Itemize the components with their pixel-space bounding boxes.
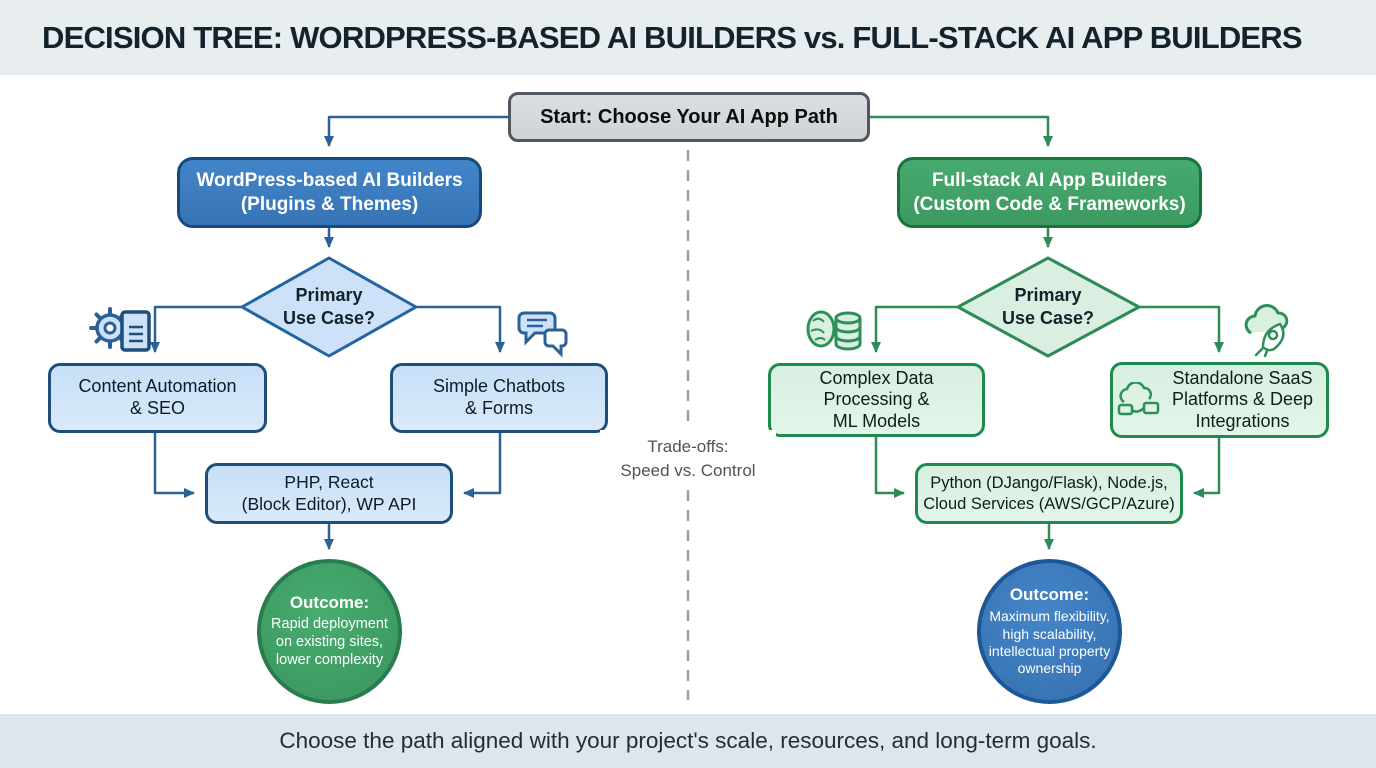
fullstack-branch-node: Full-stack AI App Builders (Custom Code …	[897, 157, 1202, 228]
left-decision-label: Primary Use Case?	[282, 285, 376, 329]
outcome-body: Maximum flexibility, high scalability, i…	[988, 608, 1111, 677]
gear-document-icon	[89, 307, 151, 352]
footer-bar: Choose the path aligned with your projec…	[0, 714, 1376, 768]
right-decision-label: Primary Use Case?	[1001, 285, 1095, 329]
chat-bubbles-icon	[517, 311, 568, 358]
standalone-saas-node: Standalone SaaS Platforms & Deep Integra…	[1110, 362, 1329, 438]
footer-caption: Choose the path aligned with your projec…	[279, 728, 1097, 753]
right-branch-connectors	[870, 115, 1224, 550]
page-title: DECISION TREE: WORDPRESS-BASED AI BUILDE…	[42, 19, 1303, 55]
left-decision-diamond	[240, 256, 418, 358]
fullstack-tech-node: Python (DJango/Flask), Node.js, Cloud Se…	[915, 463, 1183, 524]
tradeoffs-label: Trade-offs: Speed vs. Control	[600, 430, 776, 488]
wordpress-tech-node: PHP, React (Block Editor), WP API	[205, 463, 453, 524]
content-automation-node: Content Automation & SEO	[48, 363, 267, 433]
header-bar: DECISION TREE: WORDPRESS-BASED AI BUILDE…	[0, 0, 1376, 75]
fullstack-outcome-circle: Outcome: Maximum flexibility, high scala…	[977, 559, 1122, 704]
complex-data-node: Complex Data Processing & ML Models	[768, 363, 985, 437]
wordpress-outcome-circle: Outcome: Rapid deployment on existing si…	[257, 559, 402, 704]
brain-database-icon	[806, 310, 862, 351]
start-node: Start: Choose Your AI App Path	[508, 92, 870, 142]
outcome-title: Outcome:	[289, 593, 370, 613]
cloud-integration-icon	[1117, 382, 1160, 416]
outcome-body: Rapid deployment on existing sites, lowe…	[271, 616, 388, 668]
simple-chatbots-node: Simple Chatbots & Forms	[390, 363, 608, 433]
right-decision-diamond	[956, 256, 1141, 358]
left-branch-connectors	[150, 115, 508, 550]
cloud-rocket-icon	[1244, 304, 1289, 358]
wordpress-branch-node: WordPress-based AI Builders (Plugins & T…	[177, 157, 482, 228]
outcome-title: Outcome:	[1009, 585, 1090, 605]
